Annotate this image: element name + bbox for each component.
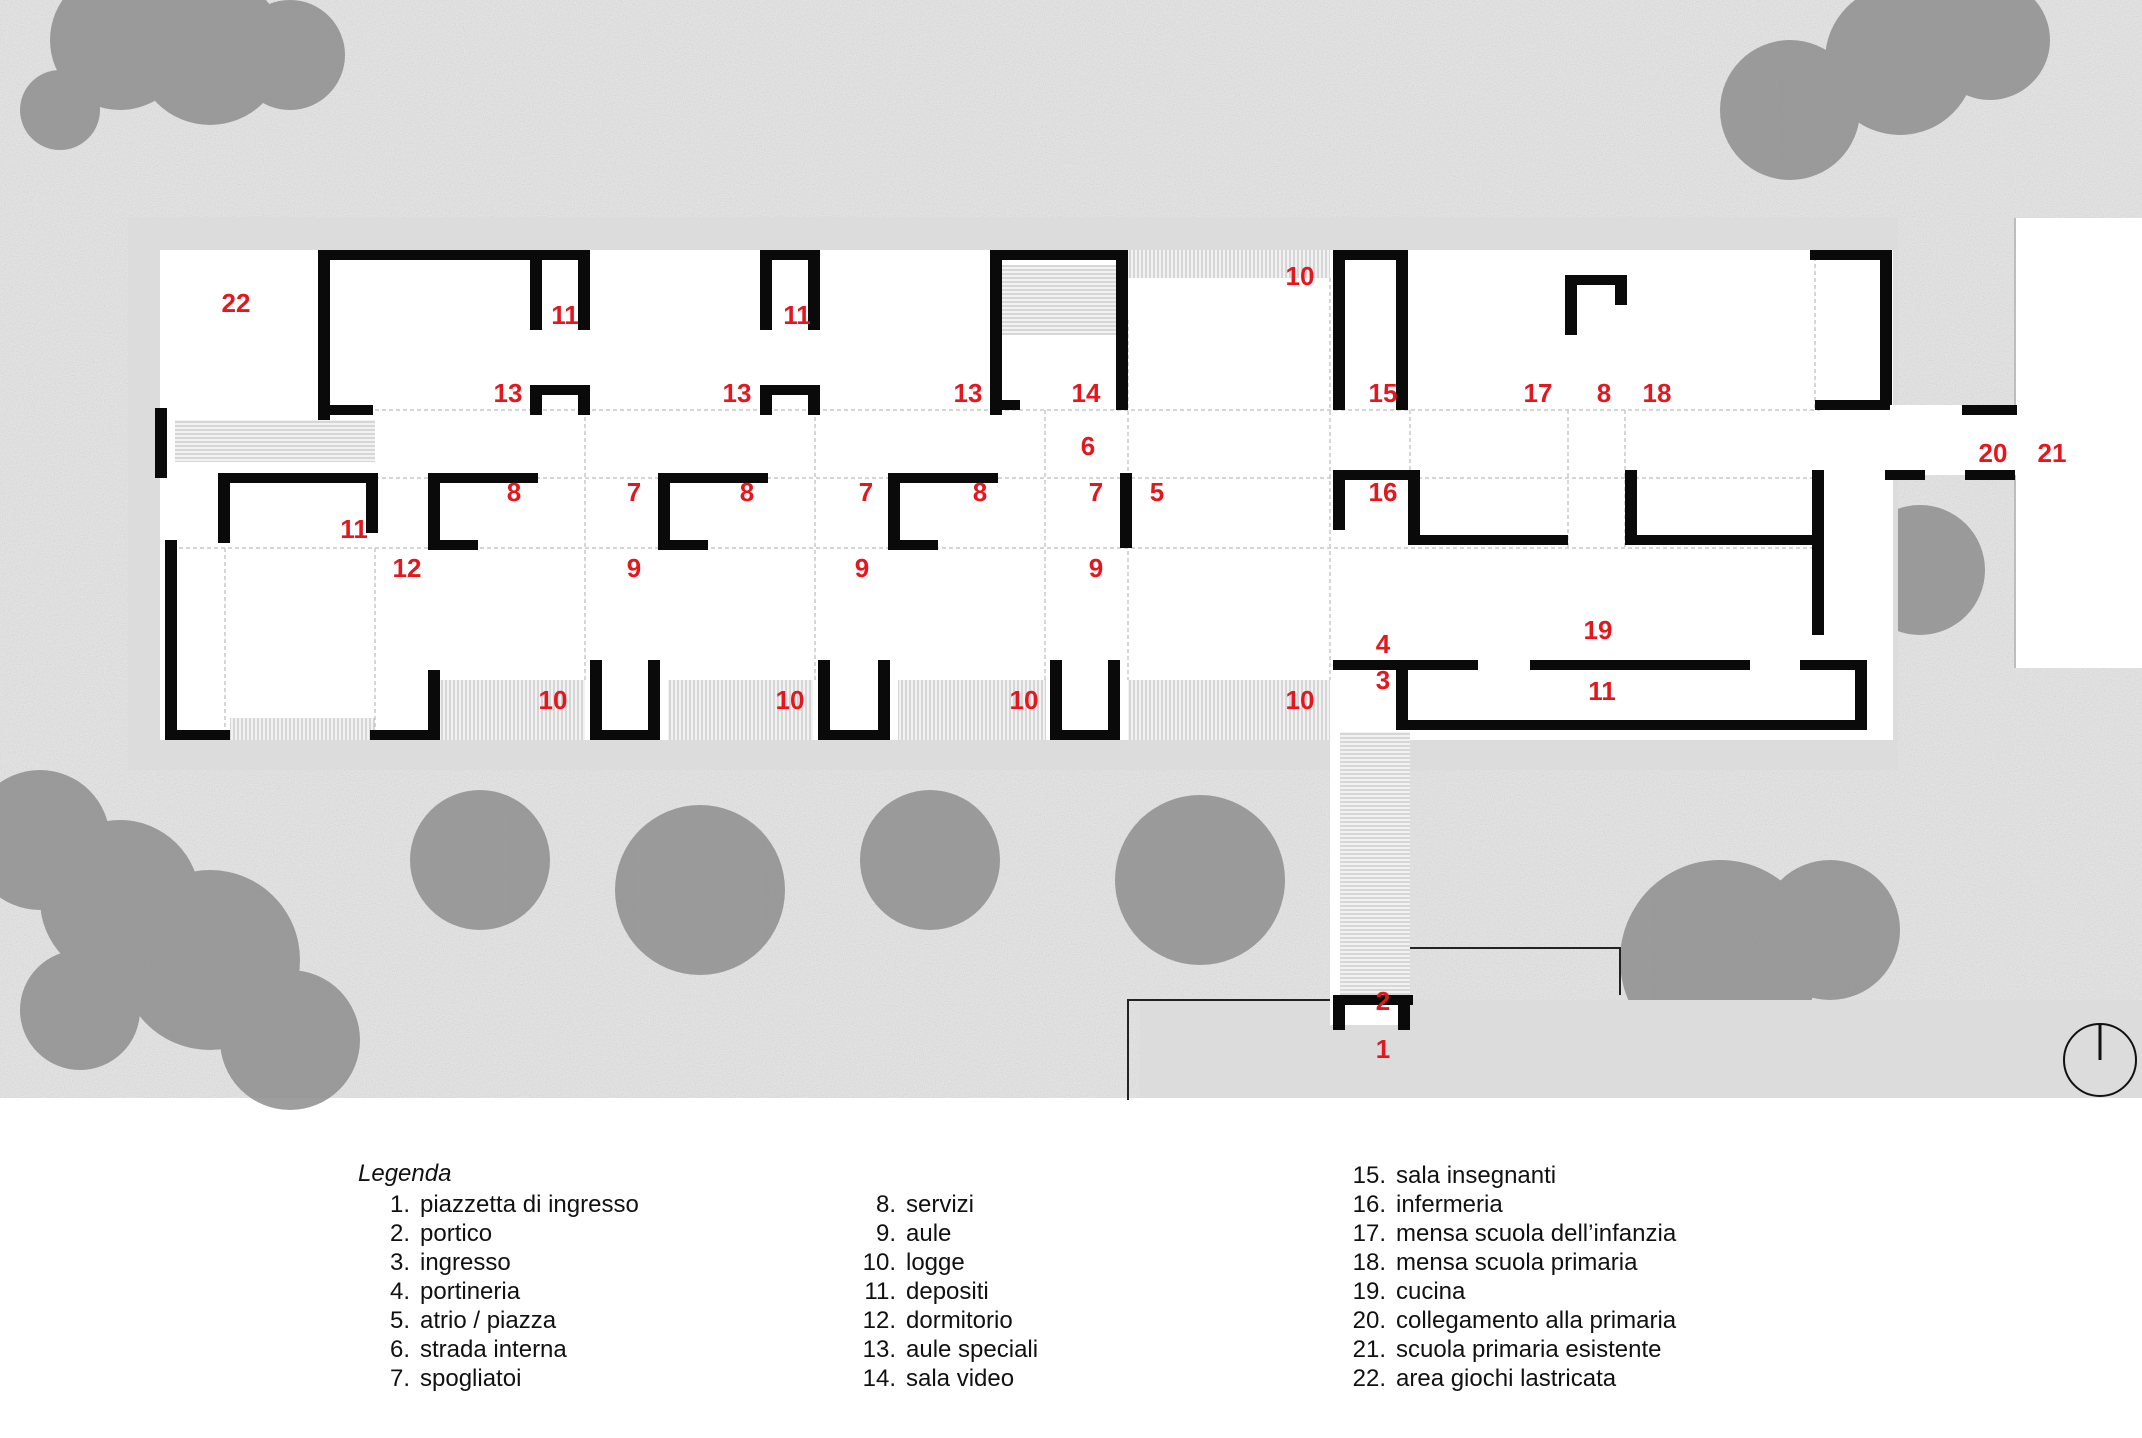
- room-label-3: 3: [1376, 665, 1390, 695]
- logge-hatching: [175, 250, 1410, 1002]
- room-label-19: 19: [1584, 615, 1613, 645]
- ramp-wall: [1410, 947, 1621, 995]
- room-label-7a: 7: [627, 477, 641, 507]
- room-label-5: 5: [1150, 477, 1164, 507]
- room-label-12: 12: [393, 553, 422, 583]
- existing-primary-school: [2015, 218, 2142, 668]
- room-label-13a: 13: [494, 378, 523, 408]
- room-label-1: 1: [1376, 1034, 1390, 1064]
- room-label-13b: 13: [723, 378, 752, 408]
- room-label-10a: 10: [1286, 261, 1315, 291]
- room-label-7b: 7: [859, 477, 873, 507]
- entry-plaza-wall: [1127, 999, 1330, 1100]
- room-label-17: 17: [1524, 378, 1553, 408]
- room-label-15: 15: [1369, 378, 1398, 408]
- room-label-4: 4: [1376, 629, 1391, 659]
- room-label-9b: 9: [855, 553, 869, 583]
- room-label-9a: 9: [627, 553, 641, 583]
- walls: [155, 250, 2017, 1030]
- room-label-21: 21: [2038, 438, 2067, 468]
- room-label-8c: 8: [973, 477, 987, 507]
- room-label-9c: 9: [1089, 553, 1103, 583]
- grid-lines: [165, 250, 1820, 740]
- room-label-16: 16: [1369, 477, 1398, 507]
- room-label-8a: 8: [507, 477, 521, 507]
- room-label-18: 18: [1643, 378, 1672, 408]
- room-label-20: 20: [1979, 438, 2008, 468]
- room-label-10c: 10: [776, 685, 805, 715]
- room-label-11d: 11: [1588, 676, 1616, 706]
- entry-plaza-paving: [1140, 1000, 2142, 1098]
- room-label-13c: 13: [954, 378, 983, 408]
- room-label-2: 2: [1376, 986, 1390, 1016]
- room-label-14: 14: [1072, 378, 1101, 408]
- room-label-10b: 10: [539, 685, 568, 715]
- room-label-11a: 11: [551, 300, 579, 330]
- north-arrow: [2063, 1023, 2137, 1097]
- trees: [0, 0, 2050, 1110]
- room-label-6: 6: [1081, 431, 1095, 461]
- room-label-7c: 7: [1089, 477, 1103, 507]
- room-label-8d: 8: [1597, 378, 1611, 408]
- room-label-10e: 10: [1286, 685, 1315, 715]
- room-label-10d: 10: [1010, 685, 1039, 715]
- room-label-8b: 8: [740, 477, 754, 507]
- room-label-22: 22: [222, 288, 251, 318]
- room-label-11b: 11: [783, 300, 811, 330]
- room-label-11c: 11: [340, 514, 368, 544]
